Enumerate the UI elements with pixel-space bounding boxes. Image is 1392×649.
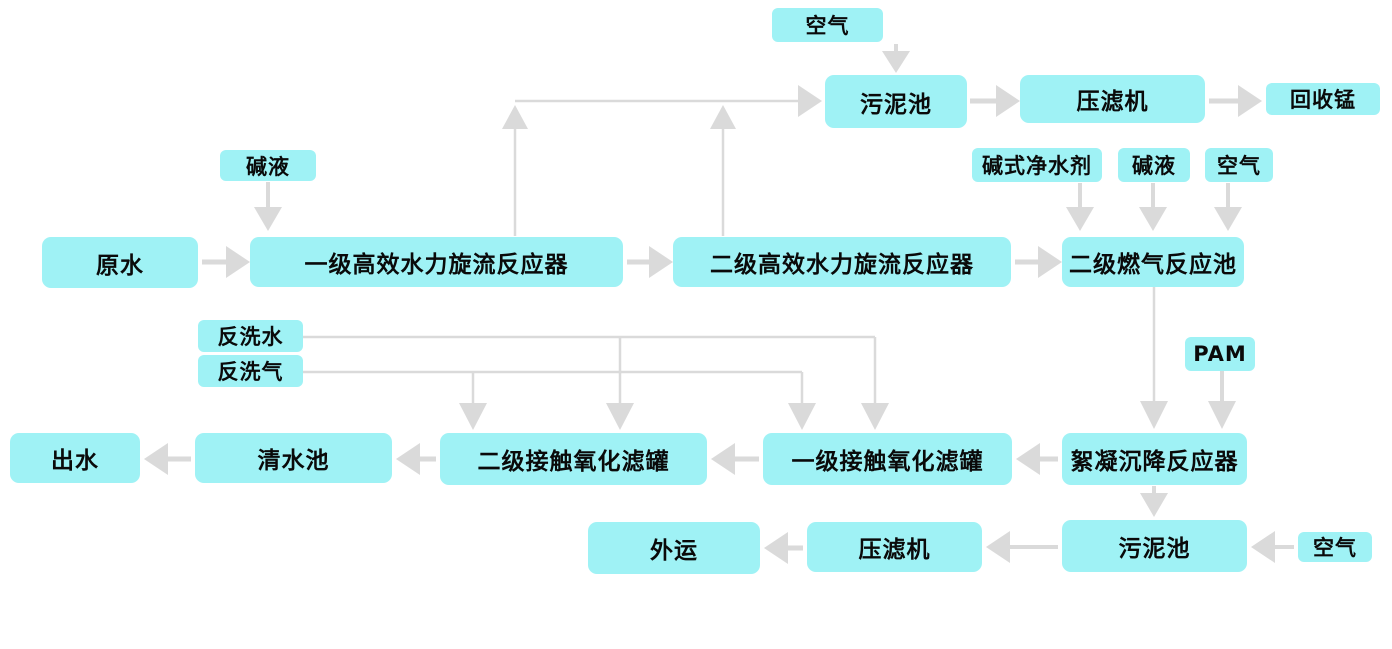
node-air-top: 空气 — [772, 8, 883, 42]
arrow-filter-press-bottom-to-transport-out — [764, 532, 803, 564]
node-air-right: 空气 — [1205, 148, 1273, 182]
node-oxid-filter1: 一级接触氧化滤罐 — [763, 433, 1012, 485]
arrow-sludge-pool-top-to-filter-press-top — [970, 85, 1020, 117]
arrow-air-top-to-sludge-pool-top — [882, 44, 910, 73]
arrow-floc-reactor-to-sludge-pool-bottom — [1140, 486, 1168, 517]
arrow-gas-reactor-to-floc-reactor — [1140, 287, 1168, 429]
arrow-oxid-filter2-to-clean-pool — [396, 443, 436, 475]
node-alkali-left: 碱液 — [220, 150, 316, 181]
arrow-alkali-right-to-gas-reactor — [1139, 183, 1167, 231]
node-clean-pool: 清水池 — [195, 433, 392, 483]
node-air-bottom: 空气 — [1298, 532, 1372, 562]
arrow-alkali-left-to-cyclone1 — [254, 182, 282, 231]
arrow-pam-to-floc-reactor — [1208, 371, 1236, 429]
node-cyclone2: 二级高效水力旋流反应器 — [673, 237, 1011, 287]
arrow-filter-press-top-to-recover-mn — [1209, 85, 1262, 117]
arrow-backwash-air-lines — [303, 370, 816, 430]
arrow-air-bottom-to-sludge-pool-bottom — [1251, 531, 1294, 563]
arrow-oxid-filter1-to-oxid-filter2 — [711, 443, 759, 475]
arrow-air-right-to-gas-reactor — [1214, 183, 1242, 231]
node-sludge-pool-top: 污泥池 — [825, 75, 967, 128]
arrow-cyclone1-to-cyclone2 — [627, 246, 673, 278]
node-sludge-pool-bottom: 污泥池 — [1062, 520, 1247, 572]
node-transport-out: 外运 — [588, 522, 760, 574]
node-cyclone1: 一级高效水力旋流反应器 — [250, 237, 623, 287]
node-pam: PAM — [1185, 337, 1255, 371]
node-filter-press-top: 压滤机 — [1020, 75, 1205, 123]
arrow-raw-water-to-cyclone1 — [202, 246, 250, 278]
arrow-backwash-water-lines — [303, 335, 889, 430]
arrow-floc-reactor-to-oxid-filter1 — [1016, 443, 1058, 475]
arrow-clean-pool-to-outflow — [144, 443, 191, 475]
node-oxid-filter2: 二级接触氧化滤罐 — [440, 433, 707, 485]
node-alkali-right: 碱液 — [1118, 148, 1190, 182]
node-backwash-water: 反洗水 — [198, 320, 303, 352]
arrow-cyclone2-to-gas-reactor — [1015, 246, 1062, 278]
node-gas-reactor: 二级燃气反应池 — [1062, 237, 1244, 287]
arrow-basic-purifier-to-gas-reactor — [1066, 183, 1094, 231]
node-recover-mn: 回收锰 — [1266, 83, 1380, 115]
node-filter-press-bottom: 压滤机 — [807, 522, 982, 572]
arrow-sludge-pool-bottom-to-filter-press-bottom — [986, 531, 1058, 563]
node-basic-purifier: 碱式净水剂 — [972, 148, 1102, 182]
node-raw-water: 原水 — [42, 237, 198, 288]
arrow-cyclones-to-sludge-pool-top — [502, 85, 822, 236]
node-backwash-air: 反洗气 — [198, 355, 303, 387]
node-outflow: 出水 — [10, 433, 140, 483]
node-floc-reactor: 絮凝沉降反应器 — [1062, 433, 1247, 485]
